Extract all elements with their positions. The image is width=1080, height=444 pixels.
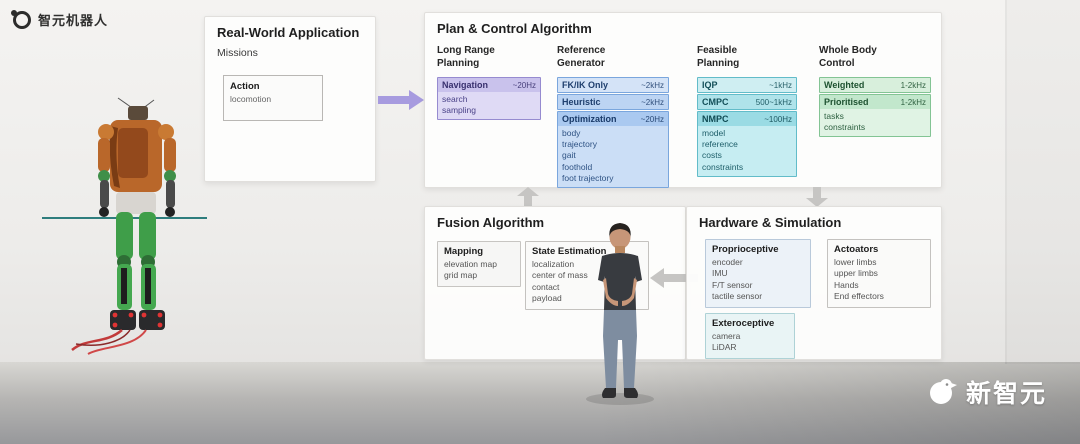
col-header-feasible-planning: Feasible Planning bbox=[697, 45, 740, 69]
prioritised-item: constraints bbox=[824, 122, 866, 133]
agibot-logo-icon bbox=[10, 8, 32, 30]
mapping-box: Mapping elevation map grid map bbox=[437, 241, 521, 287]
xinzhiyuan-watermark: 新智元 bbox=[926, 374, 1047, 410]
exteroceptive-item: LiDAR bbox=[712, 342, 737, 353]
weighted-box: Weighted 1-2kHz bbox=[819, 77, 931, 93]
iqp-rate: ~1kHz bbox=[769, 80, 792, 90]
navigation-item: sampling bbox=[442, 105, 477, 116]
actuators-item: lower limbs bbox=[834, 257, 877, 267]
navigation-label: Navigation bbox=[442, 80, 489, 90]
iqp-label: IQP bbox=[702, 80, 718, 90]
col-header-long-range-planning: Long Range Planning bbox=[437, 45, 495, 69]
col-header-reference-generator: Reference Generator bbox=[557, 45, 606, 69]
optimization-box: Optimization ~20Hz body trajectory gait … bbox=[557, 111, 669, 189]
prioritised-box: Prioritised 1-2kHz tasks constraints bbox=[819, 94, 931, 138]
state-estimation-item: contact bbox=[532, 281, 560, 292]
weighted-rate: 1-2kHz bbox=[900, 80, 926, 90]
optimization-label: Optimization bbox=[562, 114, 617, 124]
mapping-item: elevation map bbox=[444, 259, 497, 269]
real-world-title: Real-World Application bbox=[217, 25, 360, 40]
proprioceptive-label: Proprioceptive bbox=[712, 244, 779, 255]
nmpc-item: model bbox=[702, 128, 726, 138]
exteroceptive-box: Exteroceptive camera LiDAR bbox=[705, 313, 795, 359]
col-header-whole-body-control: Whole Body Control bbox=[819, 45, 877, 69]
screen-edge-seam bbox=[1005, 0, 1007, 364]
actuators-label: Actoators bbox=[834, 244, 879, 255]
nmpc-box: NMPC ~100Hz model reference costs constr… bbox=[697, 111, 797, 177]
cmpc-box: CMPC 500~1kHz bbox=[697, 94, 797, 110]
nmpc-label: NMPC bbox=[702, 114, 729, 124]
nmpc-item: reference bbox=[702, 139, 738, 150]
stage-floor bbox=[0, 362, 1080, 444]
navigation-box: Navigation ~20Hz search sampling bbox=[437, 77, 541, 121]
iqp-box: IQP ~1kHz bbox=[697, 77, 797, 93]
state-estimation-label: State Estimation bbox=[532, 246, 607, 257]
prioritised-label: Prioritised bbox=[824, 97, 869, 107]
proprioceptive-item: encoder bbox=[712, 257, 743, 267]
robot-figure bbox=[42, 96, 217, 356]
nmpc-item: costs bbox=[702, 150, 722, 161]
action-box: Action locomotion bbox=[223, 75, 323, 121]
navigation-item: search bbox=[442, 94, 468, 104]
arrow-hardware-to-fusion bbox=[650, 268, 698, 288]
prioritised-item: tasks bbox=[824, 111, 844, 121]
optimization-item: foot trajectory bbox=[562, 172, 614, 183]
fkik-label: FK/IK Only bbox=[562, 80, 609, 90]
stage-floor-shade bbox=[0, 362, 1080, 444]
screen-edge-strip bbox=[1007, 0, 1080, 364]
optimization-item: foothold bbox=[562, 161, 593, 172]
arrow-application-to-plan bbox=[378, 90, 424, 110]
fkik-rate: ~2kHz bbox=[641, 80, 664, 90]
state-estimation-item: localization bbox=[532, 259, 575, 269]
state-estimation-item: center of mass bbox=[532, 270, 588, 281]
actuators-box: Actoators lower limbs upper limbs Hands … bbox=[827, 239, 931, 308]
missions-label: Missions bbox=[217, 47, 258, 59]
fusion-panel: Fusion Algorithm Mapping elevation map g… bbox=[424, 206, 686, 360]
xinzhiyuan-logo-icon bbox=[926, 376, 958, 408]
state-estimation-item: payload bbox=[532, 293, 562, 304]
heuristic-rate: ~2kHz bbox=[641, 97, 664, 107]
cmpc-rate: 500~1kHz bbox=[755, 97, 792, 107]
cmpc-label: CMPC bbox=[702, 97, 729, 107]
agibot-logo-text: 智元机器人 bbox=[38, 12, 109, 28]
heuristic-box: Heuristic ~2kHz bbox=[557, 94, 669, 110]
optimization-item: trajectory bbox=[562, 139, 597, 150]
prioritised-rate: 1-2kHz bbox=[900, 97, 926, 107]
navigation-rate: ~20Hz bbox=[512, 80, 536, 90]
exteroceptive-label: Exteroceptive bbox=[712, 318, 775, 329]
real-world-application-panel: Real-World Application Missions Action l… bbox=[204, 16, 376, 182]
exteroceptive-item: camera bbox=[712, 331, 741, 341]
actuators-item: Hands bbox=[834, 279, 859, 290]
actuators-item: upper limbs bbox=[834, 268, 878, 279]
presenter-person bbox=[570, 218, 670, 406]
nmpc-rate: ~100Hz bbox=[764, 114, 792, 124]
fkik-box: FK/IK Only ~2kHz bbox=[557, 77, 669, 93]
proprioceptive-item: IMU bbox=[712, 268, 728, 279]
proprioceptive-item: tactile sensor bbox=[712, 291, 763, 302]
proprioceptive-box: Proprioceptive encoder IMU F/T sensor ta… bbox=[705, 239, 811, 308]
proprioceptive-item: F/T sensor bbox=[712, 279, 753, 290]
plan-control-title: Plan & Control Algorithm bbox=[437, 21, 592, 36]
weighted-label: Weighted bbox=[824, 80, 865, 90]
mapping-label: Mapping bbox=[444, 246, 484, 257]
action-box-item: locomotion bbox=[230, 94, 272, 104]
hardware-panel: Hardware & Simulation Proprioceptive enc… bbox=[686, 206, 942, 360]
nmpc-item: constraints bbox=[702, 161, 744, 172]
action-box-title: Action bbox=[230, 81, 260, 92]
optimization-rate: ~20Hz bbox=[640, 114, 664, 124]
actuators-item: End effectors bbox=[834, 291, 884, 302]
arrow-plan-to-hardware bbox=[806, 187, 828, 207]
fusion-title: Fusion Algorithm bbox=[437, 215, 545, 230]
heuristic-label: Heuristic bbox=[562, 97, 601, 107]
plan-control-panel: Plan & Control Algorithm Long Range Plan… bbox=[424, 12, 942, 189]
optimization-item: gait bbox=[562, 150, 576, 161]
hardware-title: Hardware & Simulation bbox=[699, 215, 842, 230]
optimization-item: body bbox=[562, 128, 581, 138]
agibot-logo: 智元机器人 bbox=[10, 8, 108, 30]
mapping-item: grid map bbox=[444, 270, 478, 281]
xinzhiyuan-watermark-text: 新智元 bbox=[966, 380, 1048, 408]
arrow-fusion-to-plan bbox=[517, 187, 539, 207]
